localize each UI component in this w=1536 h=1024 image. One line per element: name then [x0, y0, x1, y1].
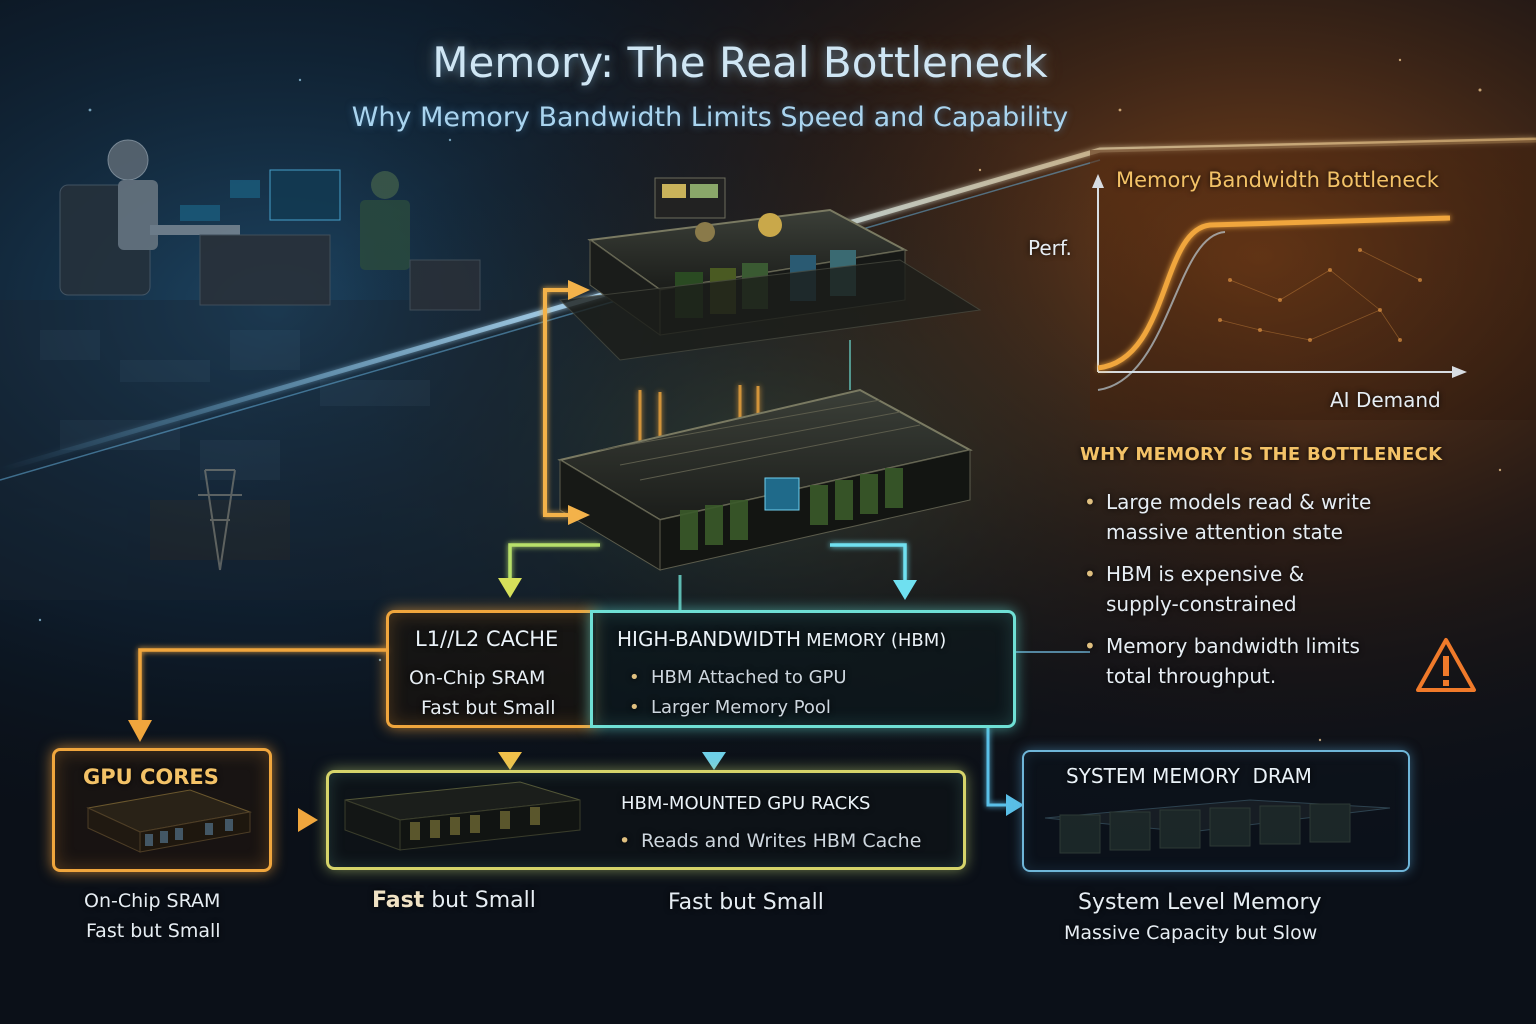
racks-box: HBM-MOUNTED GPU RACKS Reads and Writes H…	[326, 770, 966, 870]
racks-bullet-1: Reads and Writes HBM Cache	[615, 827, 921, 855]
cache-box-line1: On-Chip SRAM	[409, 667, 546, 689]
gpu-cores-caption-2: Fast but Small	[86, 920, 221, 942]
dram-caption-2: Massive Capacity but Slow	[1064, 922, 1318, 944]
page-title: Memory: The Real Bottleneck	[432, 38, 1048, 87]
dram-box-title: SYSTEM MEMORY DRAM	[1066, 764, 1312, 788]
dram-box: SYSTEM MEMORY DRAM	[1022, 750, 1410, 872]
why-bullet-2: HBM is expensive & supply-constrained	[1080, 559, 1410, 619]
gpu-cores-title: GPU CORES	[83, 765, 219, 789]
hbm-box-title: HIGH-BANDWIDTH MEMORY (HBM)	[617, 627, 947, 651]
why-panel-heading: WHY MEMORY IS THE BOTTLENECK	[1080, 444, 1443, 465]
chart-y-label: Perf.	[1028, 236, 1072, 260]
cache-box-title: L1//L2 CACHE	[415, 627, 559, 651]
racks-box-bullets: Reads and Writes HBM Cache	[615, 827, 921, 855]
chart-title: Memory Bandwidth Bottleneck	[1116, 168, 1439, 192]
cache-box-line2: Fast but Small	[421, 697, 556, 719]
cache-box: L1//L2 CACHE On-Chip SRAM Fast but Small	[386, 610, 596, 728]
hbm-box: HIGH-BANDWIDTH MEMORY (HBM) HBM Attached…	[590, 610, 1016, 728]
warning-triangle-icon	[1416, 638, 1476, 692]
why-panel: WHY MEMORY IS THE BOTTLENECK Large model…	[1080, 444, 1500, 691]
hbm-box-bullets: HBM Attached to GPU Larger Memory Pool	[625, 663, 847, 723]
why-bullet-3: Memory bandwidth limits total throughput…	[1080, 631, 1410, 691]
racks-caption-right: Fast but Small	[668, 890, 824, 915]
gpu-cores-box: GPU CORES	[52, 748, 272, 872]
page-subtitle: Why Memory Bandwidth Limits Speed and Ca…	[351, 102, 1069, 133]
gpu-cores-caption-1: On-Chip SRAM	[84, 890, 221, 912]
hbm-bullet-1: HBM Attached to GPU	[625, 663, 847, 693]
why-panel-bullets: Large models read & write massive attent…	[1080, 487, 1410, 691]
racks-caption-left: Fast but Small	[372, 888, 536, 913]
hbm-bullet-2: Larger Memory Pool	[625, 693, 847, 723]
racks-box-title: HBM-MOUNTED GPU RACKS	[621, 793, 871, 814]
chart-x-label: AI Demand	[1330, 388, 1441, 412]
dram-caption-1: System Level Memory	[1078, 890, 1322, 915]
why-bullet-1: Large models read & write massive attent…	[1080, 487, 1410, 547]
